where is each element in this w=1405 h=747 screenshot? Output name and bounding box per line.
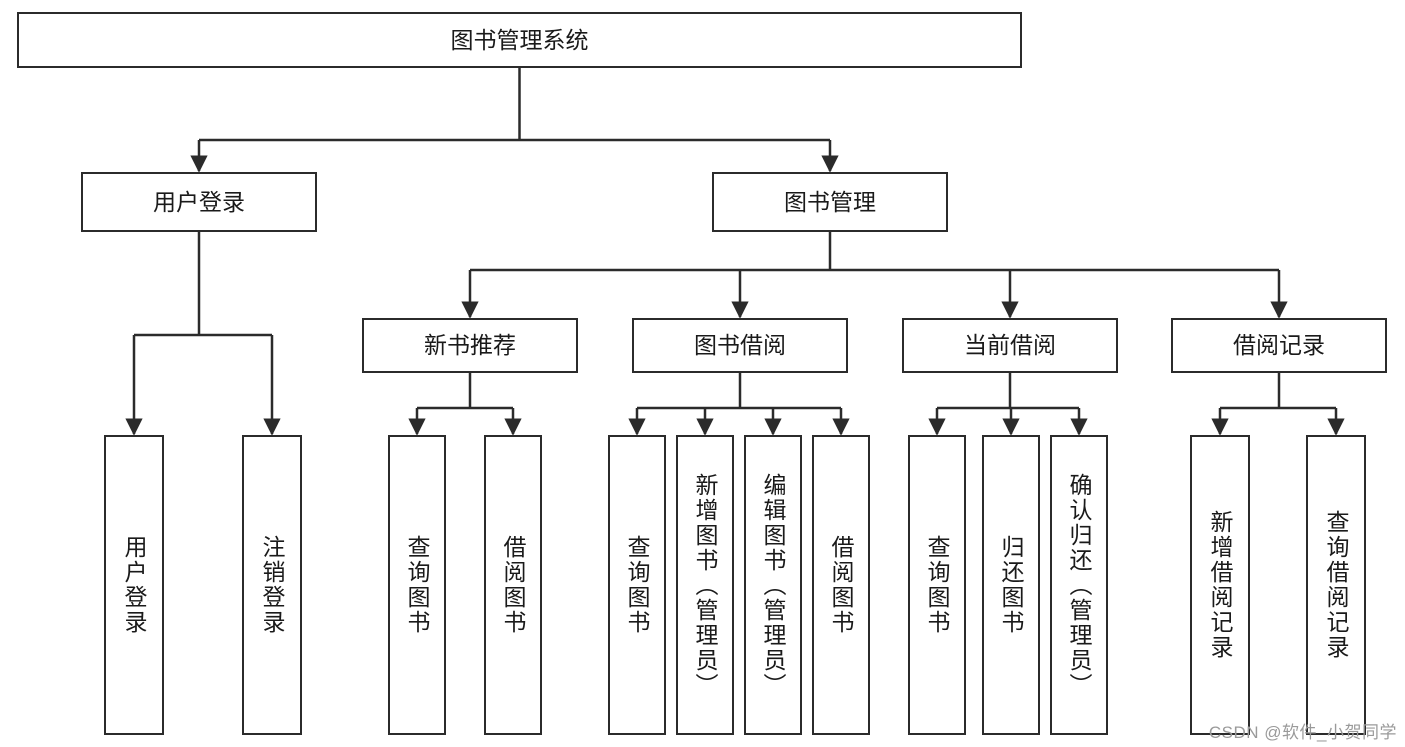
node-leaf-q1[interactable]: 查询图书 bbox=[388, 435, 446, 735]
node-label: 用户登录 bbox=[153, 188, 245, 215]
node-leaf-login[interactable]: 用户登录 bbox=[104, 435, 164, 735]
node-label: 查询图书 bbox=[924, 535, 951, 635]
node-leaf-add[interactable]: 新增图书（管理员） bbox=[676, 435, 734, 735]
node-leaf-b1[interactable]: 借阅图书 bbox=[484, 435, 542, 735]
node-label: 归还图书 bbox=[998, 535, 1025, 635]
node-label: 查询图书 bbox=[404, 535, 431, 635]
node-label: 借阅图书 bbox=[500, 535, 527, 635]
node-label: 查询图书 bbox=[624, 535, 651, 635]
node-leaf-conf[interactable]: 确认归还（管理员） bbox=[1050, 435, 1108, 735]
node-bookmgmt[interactable]: 图书管理 bbox=[712, 172, 948, 232]
node-current[interactable]: 当前借阅 bbox=[902, 318, 1118, 373]
node-label: 用户登录 bbox=[121, 535, 148, 635]
node-label: 新书推荐 bbox=[424, 332, 516, 359]
node-root[interactable]: 图书管理系统 bbox=[17, 12, 1022, 68]
node-label: 图书管理系统 bbox=[450, 26, 589, 53]
node-label: 确认归还（管理员） bbox=[1066, 472, 1093, 698]
node-label: 借阅记录 bbox=[1233, 332, 1325, 359]
node-label: 当前借阅 bbox=[964, 332, 1056, 359]
node-label: 图书管理 bbox=[784, 188, 876, 215]
node-leaf-ret[interactable]: 归还图书 bbox=[982, 435, 1040, 735]
node-label: 注销登录 bbox=[259, 535, 286, 635]
node-leaf-addrec[interactable]: 新增借阅记录 bbox=[1190, 435, 1250, 735]
node-leaf-edit[interactable]: 编辑图书（管理员） bbox=[744, 435, 802, 735]
node-label: 图书借阅 bbox=[694, 332, 786, 359]
node-label: 新增图书（管理员） bbox=[692, 472, 719, 698]
node-login[interactable]: 用户登录 bbox=[81, 172, 317, 232]
node-leaf-b2[interactable]: 借阅图书 bbox=[812, 435, 870, 735]
node-label: 编辑图书（管理员） bbox=[760, 472, 787, 698]
node-records[interactable]: 借阅记录 bbox=[1171, 318, 1387, 373]
node-label: 查询借阅记录 bbox=[1323, 510, 1350, 660]
node-leaf-qrec[interactable]: 查询借阅记录 bbox=[1306, 435, 1366, 735]
node-borrow[interactable]: 图书借阅 bbox=[632, 318, 848, 373]
node-label: 新增借阅记录 bbox=[1207, 510, 1234, 660]
node-newbooks[interactable]: 新书推荐 bbox=[362, 318, 578, 373]
node-leaf-logout[interactable]: 注销登录 bbox=[242, 435, 302, 735]
node-leaf-q3[interactable]: 查询图书 bbox=[908, 435, 966, 735]
node-leaf-q2[interactable]: 查询图书 bbox=[608, 435, 666, 735]
node-label: 借阅图书 bbox=[828, 535, 855, 635]
